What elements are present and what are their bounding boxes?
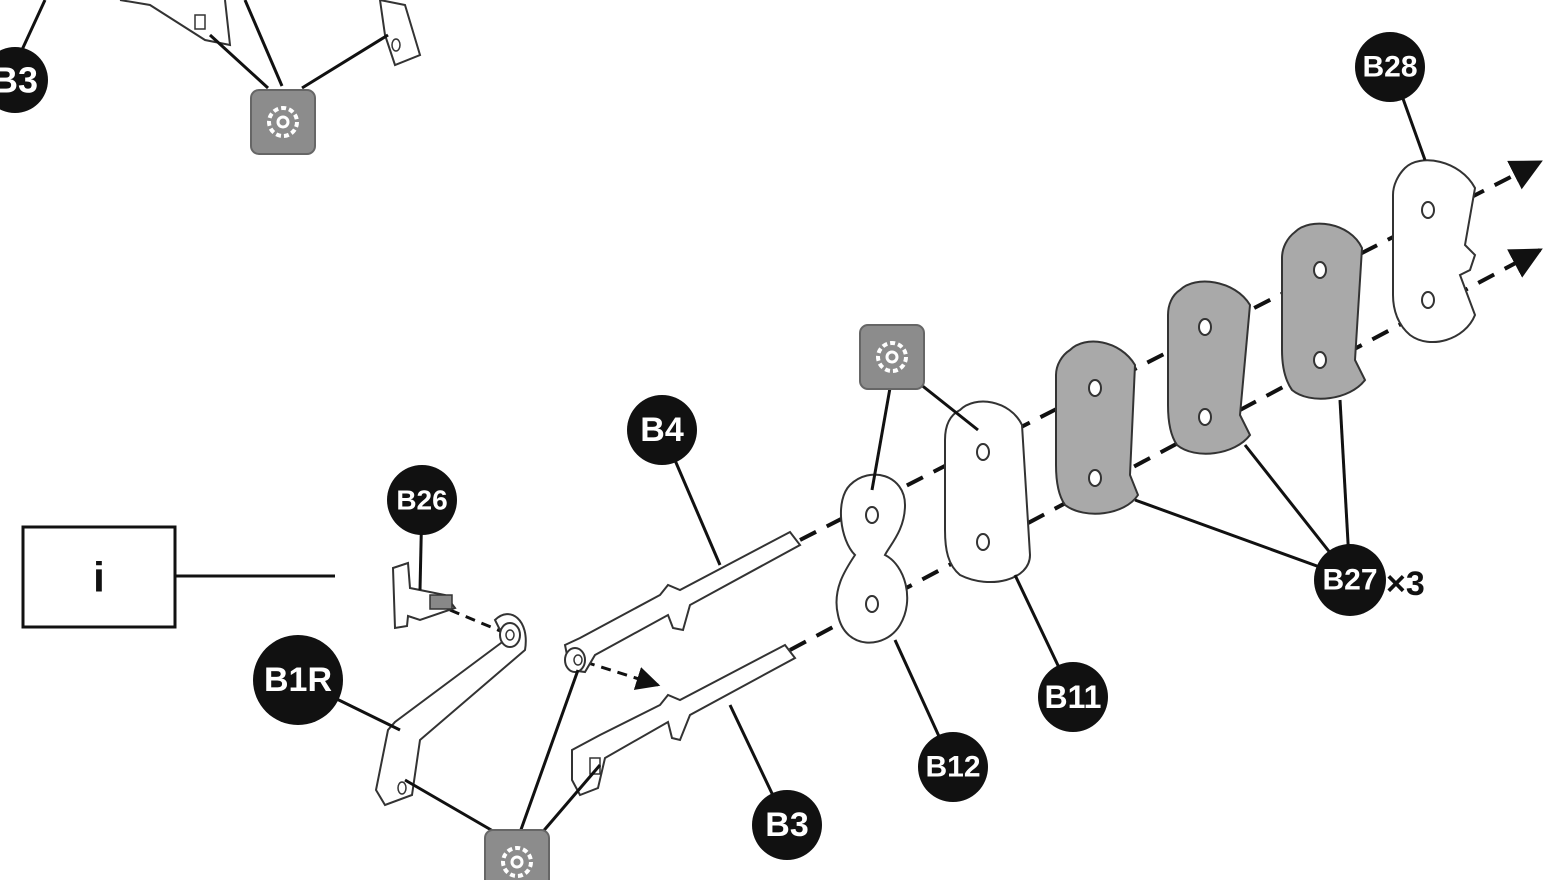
label-b4: B4	[627, 395, 697, 465]
label-b3-top-text: B3	[0, 60, 38, 101]
part-b12-plate	[835, 473, 909, 644]
previous-step-fragment	[13, 0, 422, 90]
info-box-text: i	[93, 554, 105, 601]
part-b4-rod	[563, 530, 802, 674]
part-b26-pin	[391, 561, 457, 630]
part-b11-plate	[944, 400, 1032, 584]
part-b27-plate-3	[1281, 222, 1367, 400]
gear-icon	[859, 324, 925, 390]
label-b3-top: B3	[0, 47, 48, 113]
part-b27-plate-1	[1055, 340, 1140, 515]
label-b1r-text: B1R	[264, 661, 332, 699]
label-b11: B11	[1038, 662, 1108, 732]
label-b27-text: B27	[1322, 564, 1377, 597]
part-b28-plate	[1392, 159, 1477, 344]
label-b27: B27 ×3	[1314, 544, 1425, 616]
label-b4-text: B4	[640, 411, 684, 449]
label-b3-text: B3	[765, 806, 808, 844]
leader-lines	[297, 67, 1427, 840]
label-b1r: B1R	[253, 635, 343, 725]
part-b27-plate-2	[1167, 280, 1252, 455]
label-b26-text: B26	[396, 485, 447, 516]
part-b1r-crank	[374, 613, 527, 807]
info-callout: i	[21, 525, 335, 629]
label-b27-quantity: ×3	[1386, 565, 1425, 603]
label-b12-text: B12	[925, 751, 980, 784]
label-b28: B28	[1355, 32, 1425, 102]
label-b26: B26	[387, 465, 457, 535]
label-b28-text: B28	[1362, 51, 1417, 84]
gear-icon	[484, 829, 550, 880]
label-b11-text: B11	[1045, 679, 1102, 715]
label-b3: B3	[752, 790, 822, 860]
label-b12: B12	[918, 732, 988, 802]
gear-icon	[250, 89, 316, 155]
